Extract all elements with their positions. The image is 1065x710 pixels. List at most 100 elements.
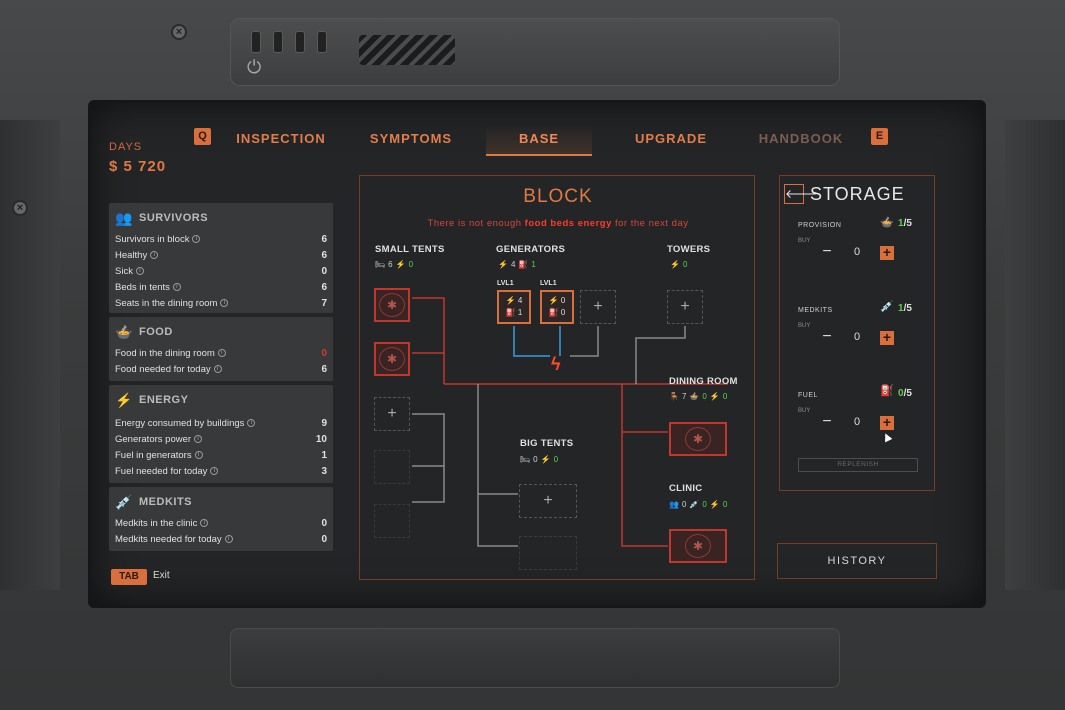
power-icon[interactable]: ⏻: [247, 57, 262, 77]
syringe-icon: 💉: [115, 493, 133, 510]
stat-label: Medkits in the clinic: [115, 517, 198, 529]
food-value: 0: [702, 392, 707, 401]
quantity-value: 0: [853, 246, 861, 258]
locked-slot: [374, 504, 410, 538]
towers-label: TOWERS: [667, 244, 711, 255]
decrease-button[interactable]: −: [822, 413, 832, 430]
clinic-slot[interactable]: ✱: [669, 529, 727, 563]
quantity-value: 0: [853, 331, 861, 343]
back-arrow-icon[interactable]: 🡐: [784, 184, 817, 204]
warning-text: There is not enough: [427, 218, 525, 229]
survivors-header: 👥 SURVIVORS: [115, 209, 208, 227]
generator-slot[interactable]: ⚡ 4 ⛽ 1: [497, 290, 531, 324]
days-label: DAYS: [109, 141, 143, 153]
add-small-tent-button[interactable]: +: [374, 397, 410, 431]
fuel-icon: ⛽: [518, 260, 529, 269]
count-value: 1: [898, 303, 904, 314]
food-icon: 🍲: [880, 217, 894, 229]
warning-text: for the next day: [611, 218, 689, 229]
generator-level: LVL1: [497, 280, 514, 287]
next-tab-key[interactable]: E: [871, 128, 888, 145]
money-amount: $ 5 720: [109, 158, 167, 175]
info-icon[interactable]: i: [217, 349, 226, 357]
add-tower-button[interactable]: +: [667, 290, 703, 324]
small-tent-slot[interactable]: ✱: [374, 288, 410, 322]
stat-label: Fuel needed for today: [115, 465, 208, 477]
storage-count: 1/5: [898, 218, 912, 229]
screw-icon: ×: [12, 200, 28, 216]
energy-value: 4: [517, 296, 523, 305]
increase-button[interactable]: +: [880, 245, 894, 260]
fuel-icon: ⛽: [880, 385, 894, 397]
clinic-icon: ✱: [685, 534, 711, 558]
warning-items: food beds energy: [524, 218, 612, 229]
storage-item-label: MEDKITS: [798, 307, 833, 314]
tab-inspection[interactable]: INSPECTION: [236, 131, 326, 146]
exit-label[interactable]: Exit: [153, 570, 170, 581]
tab-symptoms[interactable]: SYMPTOMS: [369, 131, 453, 146]
beds-value: 6: [388, 260, 393, 269]
towers-stats: ⚡0: [670, 260, 687, 269]
frame-right-side: [1005, 120, 1065, 590]
survivors-title: SURVIVORS: [139, 212, 209, 224]
add-big-tent-button[interactable]: +: [519, 484, 577, 518]
syringe-icon: 💉: [880, 301, 894, 313]
info-icon[interactable]: i: [220, 299, 229, 307]
tab-key-button[interactable]: TAB: [111, 569, 147, 585]
decrease-button[interactable]: −: [822, 328, 832, 345]
replenish-button[interactable]: REPLENISH: [798, 458, 918, 472]
decrease-button[interactable]: −: [822, 243, 832, 260]
power-grid-lines: [412, 297, 728, 547]
food-header: 🍲 FOOD: [115, 323, 173, 341]
info-icon[interactable]: i: [200, 519, 209, 527]
info-icon[interactable]: i: [135, 267, 144, 275]
dining-room-slot[interactable]: ✱: [669, 422, 727, 456]
info-icon[interactable]: i: [192, 235, 201, 243]
tab-upgrade[interactable]: UPGRADE: [634, 131, 707, 146]
lightning-icon: ⚡: [540, 455, 551, 464]
info-icon[interactable]: i: [194, 451, 203, 459]
info-icon[interactable]: i: [194, 435, 203, 443]
small-tent-slot[interactable]: ✱: [374, 342, 410, 376]
count-value: 1: [898, 218, 904, 229]
buy-label: BUY: [798, 408, 811, 414]
info-icon[interactable]: i: [150, 251, 159, 259]
stat-value: 0: [321, 265, 327, 277]
quantity-value: 0: [853, 416, 861, 428]
history-button[interactable]: HISTORY: [777, 543, 937, 579]
tab-handbook[interactable]: HANDBOOK: [758, 131, 844, 146]
increase-button[interactable]: +: [880, 330, 894, 345]
tent-icon: ✱: [379, 293, 405, 317]
info-icon[interactable]: i: [247, 419, 256, 427]
info-icon[interactable]: i: [213, 365, 222, 373]
info-icon[interactable]: i: [210, 467, 219, 475]
max-value: /5: [903, 303, 912, 314]
info-icon[interactable]: i: [172, 283, 181, 291]
locked-slot: [374, 450, 410, 484]
increase-button[interactable]: +: [880, 415, 894, 430]
stat-value: 6: [321, 281, 327, 293]
block-title: BLOCK: [523, 186, 593, 207]
tab-base[interactable]: BASE: [518, 131, 560, 146]
warning-message: There is not enough food beds energy for…: [360, 218, 756, 229]
stat-value: 0: [321, 517, 327, 529]
gen-energy: ⚡ 4: [505, 296, 523, 305]
stat-label: Generators power: [115, 433, 192, 445]
energy-value: 0: [560, 296, 566, 305]
add-generator-button[interactable]: +: [580, 290, 616, 324]
stat-label: Food in the dining room: [115, 347, 215, 359]
generator-slot[interactable]: ⚡ 0 ⛽ 0: [540, 290, 574, 324]
lightning-icon: ⚡: [670, 260, 680, 269]
prev-tab-key[interactable]: Q: [194, 128, 211, 145]
info-icon[interactable]: i: [224, 535, 233, 543]
stat-label: Sick: [115, 265, 133, 277]
